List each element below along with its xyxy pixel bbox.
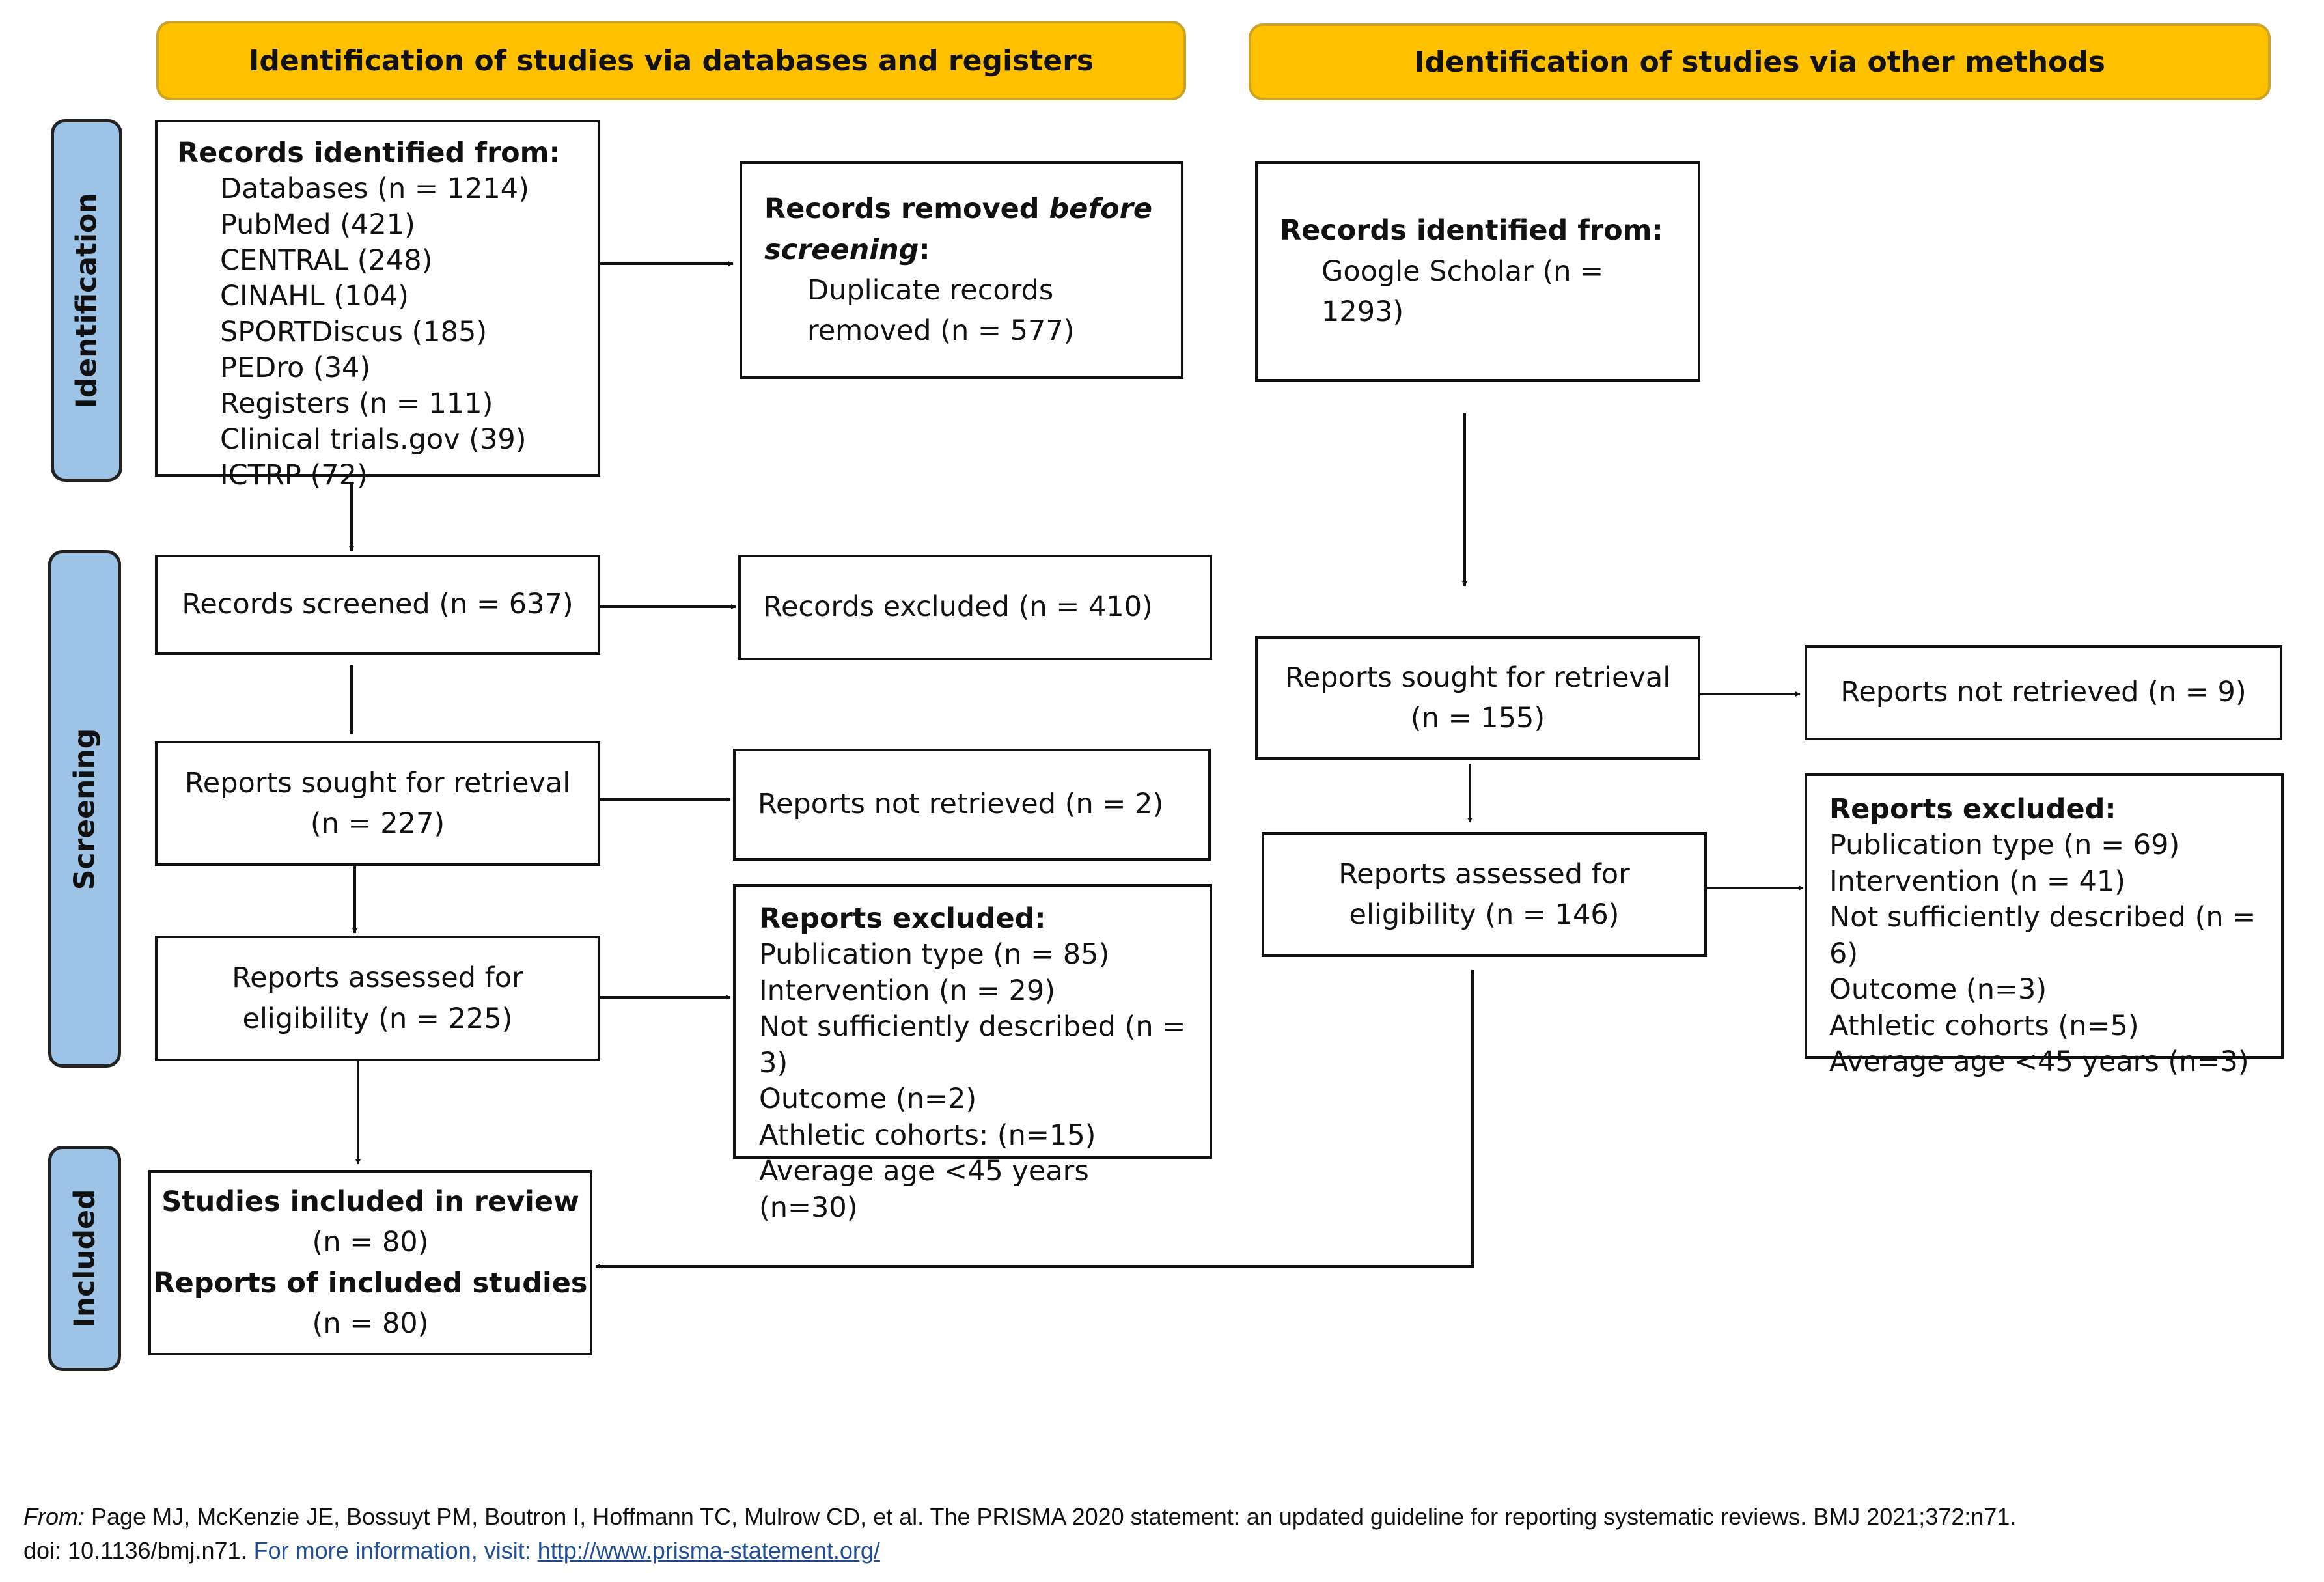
footer-doi: doi: 10.1136/bmj.n71. <box>23 1537 254 1564</box>
records-removed-line: removed (n = 577) <box>807 314 1075 348</box>
reports-included-title: Reports of included studies <box>153 1266 588 1299</box>
box-other-reports-not-retrieved: Reports not retrieved (n = 9) <box>1805 645 2282 740</box>
studies-included-count: (n = 80) <box>312 1226 429 1259</box>
reports-sought-line: Reports sought for retrieval <box>184 766 571 799</box>
footer-line-2: doi: 10.1136/bmj.n71. For more informati… <box>23 1534 2302 1568</box>
other-reports-assessed-line: eligibility (n = 146) <box>1349 898 1620 931</box>
reports-excluded-item: Publication type (n = 85) <box>759 938 1110 971</box>
other-reports-not-retrieved-text: Reports not retrieved (n = 9) <box>1840 676 2247 709</box>
header-other-methods: Identification of studies via other meth… <box>1249 23 2271 100</box>
footer-prisma-link[interactable]: http://www.prisma-statement.org/ <box>537 1537 880 1564</box>
arrow-other-assessed-to-included <box>595 970 1474 1269</box>
studies-included-title: Studies included in review <box>161 1185 579 1218</box>
records-removed-title-italic: screening <box>764 233 919 266</box>
reports-excluded-item: Intervention (n = 29) <box>759 974 1056 1007</box>
box-records-removed-title: Records removed before screening: <box>764 189 1159 270</box>
records-identified-item: PEDro (34) <box>220 352 371 385</box>
records-identified-item: SPORTDiscus (185) <box>220 316 488 349</box>
records-removed-line: Duplicate records <box>807 274 1054 307</box>
records-removed-title-part: Records removed <box>764 193 1049 226</box>
box-other-records-identified: Records identified from: Google Scholar … <box>1255 161 1700 382</box>
box-other-reports-sought: Reports sought for retrieval (n = 155) <box>1255 636 1700 760</box>
box-records-identified: Records identified from: Databases (n = … <box>155 120 600 492</box>
reports-excluded-title: Reports excluded: <box>759 902 1046 935</box>
reports-assessed-line: Reports assessed for <box>232 962 523 995</box>
reports-excluded-item: Outcome (n=2) <box>759 1083 977 1116</box>
reports-excluded-item: Not sufficiently described (n = 3) <box>759 1010 1186 1079</box>
other-reports-assessed-line: Reports assessed for <box>1338 857 1630 891</box>
footer-line-1: From: Page MJ, McKenzie JE, Bossuyt PM, … <box>23 1500 2302 1534</box>
records-identified-item: CINAHL (104) <box>220 280 409 313</box>
box-other-reports-excluded: Reports excluded: Publication type (n = … <box>1805 773 2284 1078</box>
phase-screening: Screening <box>48 550 121 1068</box>
other-reports-excluded-title: Reports excluded: <box>1829 793 2116 826</box>
footer-more-info: For more information, visit: <box>253 1537 538 1564</box>
box-other-reports-assessed: Reports assessed for eligibility (n = 14… <box>1262 832 1707 957</box>
other-reports-excluded-item: Average age <45 years (n=3) <box>1829 1046 2249 1079</box>
records-removed-title-part: : <box>919 233 930 266</box>
other-records-identified-item: Google Scholar (n = 1293) <box>1321 255 1604 329</box>
box-studies-included: Studies included in review (n = 80) Repo… <box>148 1170 592 1355</box>
records-identified-item: Clinical trials.gov (39) <box>220 423 527 456</box>
other-reports-sought-line: (n = 155) <box>1410 702 1545 734</box>
other-reports-excluded-item: Publication type (n = 69) <box>1829 829 2180 862</box>
reports-not-retrieved-text: Reports not retrieved (n = 2) <box>758 788 1164 821</box>
records-screened-text: Records screened (n = 637) <box>182 588 574 621</box>
header-databases-registers: Identification of studies via databases … <box>156 21 1186 100</box>
records-excluded-text: Records excluded (n = 410) <box>763 590 1153 624</box>
reports-included-count: (n = 80) <box>312 1307 429 1340</box>
box-records-identified-title: Records identified from: <box>177 137 560 169</box>
footer-citation: From: Page MJ, McKenzie JE, Bossuyt PM, … <box>23 1500 2302 1568</box>
reports-sought-line: (n = 227) <box>310 807 445 840</box>
other-reports-excluded-item: Intervention (n = 41) <box>1829 865 2126 898</box>
other-reports-sought-line: Reports sought for retrieval <box>1284 661 1671 694</box>
phase-identification-label: Identification <box>70 192 104 409</box>
records-identified-item: Registers (n = 111) <box>220 387 493 421</box>
reports-assessed-line: eligibility (n = 225) <box>242 1002 513 1035</box>
box-records-excluded: Records excluded (n = 410) <box>738 555 1212 660</box>
box-reports-sought: Reports sought for retrieval (n = 227) <box>155 741 600 866</box>
records-removed-title-italic: before <box>1049 193 1153 226</box>
reports-excluded-item: Average age <45 years (n=30) <box>759 1155 1089 1224</box>
records-identified-item: Databases (n = 1214) <box>220 173 529 206</box>
phase-included: Included <box>48 1146 121 1371</box>
phase-included-label: Included <box>68 1189 102 1328</box>
box-records-removed: Records removed before screening: Duplic… <box>740 161 1183 379</box>
box-reports-excluded: Reports excluded: Publication type (n = … <box>733 884 1212 1224</box>
box-reports-assessed: Reports assessed for eligibility (n = 22… <box>155 936 600 1061</box>
other-reports-excluded-item: Outcome (n=3) <box>1829 973 2047 1006</box>
footer-from-label: From: <box>23 1503 85 1530</box>
box-records-screened: Records screened (n = 637) <box>155 555 600 655</box>
records-identified-item: ICTRP (72) <box>220 459 368 492</box>
records-identified-item: CENTRAL (248) <box>220 244 433 277</box>
phase-identification: Identification <box>51 119 122 482</box>
phase-screening-label: Screening <box>68 728 102 890</box>
other-reports-excluded-item: Athletic cohorts (n=5) <box>1829 1009 2139 1042</box>
records-identified-item: PubMed (421) <box>220 208 415 242</box>
other-reports-excluded-item: Not sufficiently described (n = 6) <box>1829 901 2256 970</box>
footer-citation-text: Page MJ, McKenzie JE, Bossuyt PM, Boutro… <box>85 1503 2017 1530</box>
box-reports-not-retrieved: Reports not retrieved (n = 2) <box>733 749 1211 861</box>
reports-excluded-item: Athletic cohorts: (n=15) <box>759 1118 1096 1152</box>
other-records-identified-title: Records identified from: <box>1280 214 1663 247</box>
